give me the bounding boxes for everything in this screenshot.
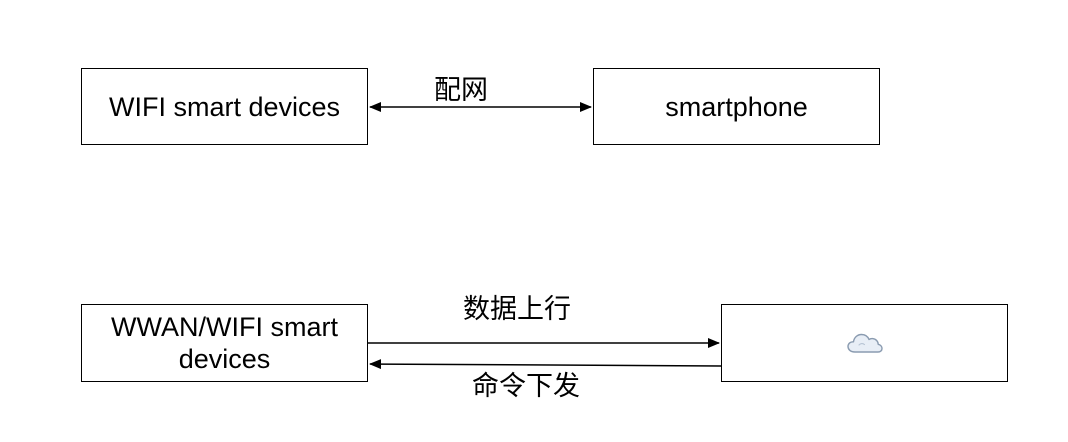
node-smartphone: smartphone <box>593 68 880 145</box>
cloud-icon <box>846 333 883 353</box>
node-label: WIFI smart devices <box>108 91 341 122</box>
downlink-arrow <box>369 359 722 370</box>
node-label: smartphone <box>665 91 808 122</box>
downlink-label: 命令下发 <box>472 371 580 402</box>
pairing-label: 配网 <box>434 75 488 106</box>
node-wifi-smart-devices: WIFI smart devices <box>81 68 368 145</box>
node-label: WWAN/WIFI smart devices <box>111 312 338 374</box>
node-cloud <box>721 304 1008 382</box>
node-wwan-wifi-smart-devices: WWAN/WIFI smart devices <box>81 304 368 382</box>
uplink-label: 数据上行 <box>463 294 571 325</box>
